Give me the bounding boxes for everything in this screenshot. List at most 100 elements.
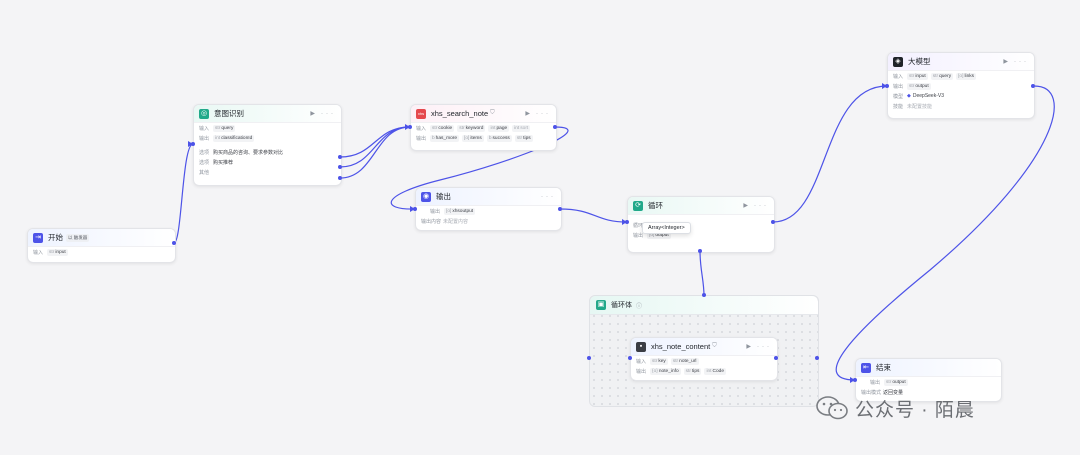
watermark: 公众号 · 陌晨 — [815, 394, 975, 422]
loop-body-top-port[interactable] — [702, 293, 706, 297]
llm-input-row: 输入 strinput strquery [o]links — [888, 71, 1034, 81]
more-icon[interactable]: ··· — [757, 343, 772, 350]
search-input-row: 输入 strcookie strkeyword intpage intsort — [411, 123, 556, 133]
output-content-row: 输出内容 未配置内容 — [416, 216, 561, 226]
llm-in-port[interactable] — [885, 84, 889, 88]
search-note-node[interactable]: xhs xhs_search_note ⛉ ▶··· 输入 strcookie … — [410, 104, 557, 151]
intent-input-row: 输入 strquery — [194, 123, 341, 133]
start-node-header: ⇥ 开始 以 触发器 — [28, 229, 175, 247]
param-tag: [o]output — [647, 231, 671, 239]
run-icon[interactable]: ▶ — [310, 111, 318, 117]
row-label: 输出模式 — [861, 389, 882, 396]
shield-icon: ⛉ — [490, 110, 495, 116]
edge-intent-search-2 — [339, 126, 411, 168]
param-tag: intpage — [488, 124, 510, 132]
wechat-icon — [816, 396, 848, 420]
llm-model-row: 模型 ◆ DeepSeek-V3 — [888, 91, 1034, 101]
start-node[interactable]: ⇥ 开始 以 触发器 输入 strinput — [27, 228, 176, 263]
llm-out-port[interactable] — [1031, 84, 1035, 88]
loop-body-right-port[interactable] — [815, 356, 819, 360]
param-tag: [o]items — [462, 134, 484, 142]
param-tag: strquery — [213, 124, 236, 132]
intent-out-port-3[interactable] — [338, 176, 342, 180]
loop-body-icon: ▣ — [596, 300, 606, 310]
row-label: 输出 — [636, 368, 647, 375]
output-out-port[interactable] — [558, 207, 562, 211]
run-icon[interactable]: ▶ — [743, 203, 751, 209]
end-in-port[interactable] — [853, 378, 857, 382]
note-avatar-icon: ▪ — [636, 341, 646, 352]
row-label: 模型 — [893, 93, 904, 100]
param-tag: strkeyword — [457, 124, 486, 132]
intent-node-header: ◎ 意图识别 ▶··· — [194, 105, 341, 123]
intent-icon: ◎ — [199, 108, 209, 119]
end-output-row: 输出 stroutput — [856, 377, 1001, 387]
llm-node[interactable]: ◈ 大模型 ▶··· 输入 strinput strquery [o]links… — [887, 52, 1035, 119]
note-in-port[interactable] — [628, 356, 632, 360]
content-value: 未配置内容 — [443, 218, 469, 225]
output-node[interactable]: ◉ 输出 ··· 输出 [o]xhsoutput 输出内容 未配置内容 — [415, 187, 562, 231]
search-out-port[interactable] — [553, 125, 557, 129]
row-label: 输出 — [893, 83, 904, 90]
end-mode-row: 输出模式 返回变量 — [856, 387, 1001, 397]
search-title: xhs_search_note — [431, 109, 489, 118]
loop-in-port[interactable] — [625, 220, 629, 224]
note-out-port[interactable] — [774, 356, 778, 360]
row-label: 选项 — [199, 159, 210, 166]
loop-output-row: 输出 [o]output — [628, 230, 774, 240]
param-tag: [o]links — [956, 72, 977, 80]
row-label: 输出 — [870, 379, 881, 386]
run-icon[interactable]: ▶ — [525, 111, 533, 117]
param-tag: [o]xhsoutput — [444, 207, 476, 215]
run-icon[interactable]: ▶ — [746, 344, 754, 350]
param-tag: strcookie — [430, 124, 455, 132]
skill-value: 未配置技能 — [907, 103, 933, 110]
more-icon[interactable]: ··· — [1014, 58, 1029, 65]
loop-out-port[interactable] — [771, 220, 775, 224]
param-tag: strkey — [650, 357, 668, 365]
intent-out-port-1[interactable] — [338, 155, 342, 159]
more-icon[interactable]: ··· — [754, 202, 769, 209]
start-badge: 以 触发器 — [66, 233, 90, 242]
node-actions: ▶··· — [525, 110, 551, 118]
edge-loop-llm — [772, 85, 888, 223]
loop-body-header: ▣ 循环体 ⓘ — [590, 296, 818, 315]
end-icon: ⇤ — [861, 362, 871, 373]
param-tag: {o}note_info — [650, 367, 681, 375]
output-node-header: ◉ 输出 ··· — [416, 188, 561, 206]
loop-body-left-port[interactable] — [587, 356, 591, 360]
intent-node[interactable]: ◎ 意图识别 ▶··· 输入 strquery 输出 intclassifica… — [193, 104, 342, 186]
loop-icon: ⟳ — [633, 200, 643, 211]
run-icon[interactable]: ▶ — [1003, 59, 1011, 65]
output-var-row: 输出 [o]xhsoutput — [416, 206, 561, 216]
end-node[interactable]: ⇤ 结束 输出 stroutput 输出模式 返回变量 — [855, 358, 1002, 402]
search-in-port[interactable] — [408, 125, 412, 129]
param-tag: strtips — [683, 367, 702, 375]
row-label: 输入 — [199, 125, 210, 132]
intent-in-port[interactable] — [191, 142, 195, 146]
end-node-header: ⇤ 结束 — [856, 359, 1001, 377]
loop-bottom-port[interactable] — [698, 249, 702, 253]
info-icon[interactable]: ⓘ — [636, 303, 643, 310]
param-tag: strquery — [930, 72, 954, 80]
note-content-node[interactable]: ▪ xhs_note_content ⛉ ▶··· 输入 strkey strn… — [630, 337, 778, 381]
start-out-port[interactable] — [172, 241, 176, 245]
mode-value: 返回变量 — [883, 389, 904, 396]
more-icon[interactable]: ··· — [541, 193, 556, 200]
intent-out-port-2[interactable] — [338, 165, 342, 169]
output-in-port[interactable] — [413, 207, 417, 211]
option-text: 购买商品的咨询、要求参数对比 — [213, 149, 284, 156]
start-input-label: 输入 — [33, 249, 44, 256]
more-icon[interactable]: ··· — [536, 110, 551, 117]
row-label: 输出 — [199, 135, 210, 142]
edge-start-intent — [173, 143, 194, 244]
row-label: 输出 — [416, 135, 427, 142]
row-label: 循环 — [633, 222, 644, 229]
more-icon[interactable]: ··· — [321, 110, 336, 117]
param-tag: strnote_url — [670, 357, 699, 365]
llm-node-header: ◈ 大模型 ▶··· — [888, 53, 1034, 71]
note-input-row: 输入 strkey strnote_url — [631, 356, 777, 366]
type-tooltip: Array<Integer> — [642, 222, 691, 234]
loop-input-row: 循环 — [628, 220, 774, 230]
